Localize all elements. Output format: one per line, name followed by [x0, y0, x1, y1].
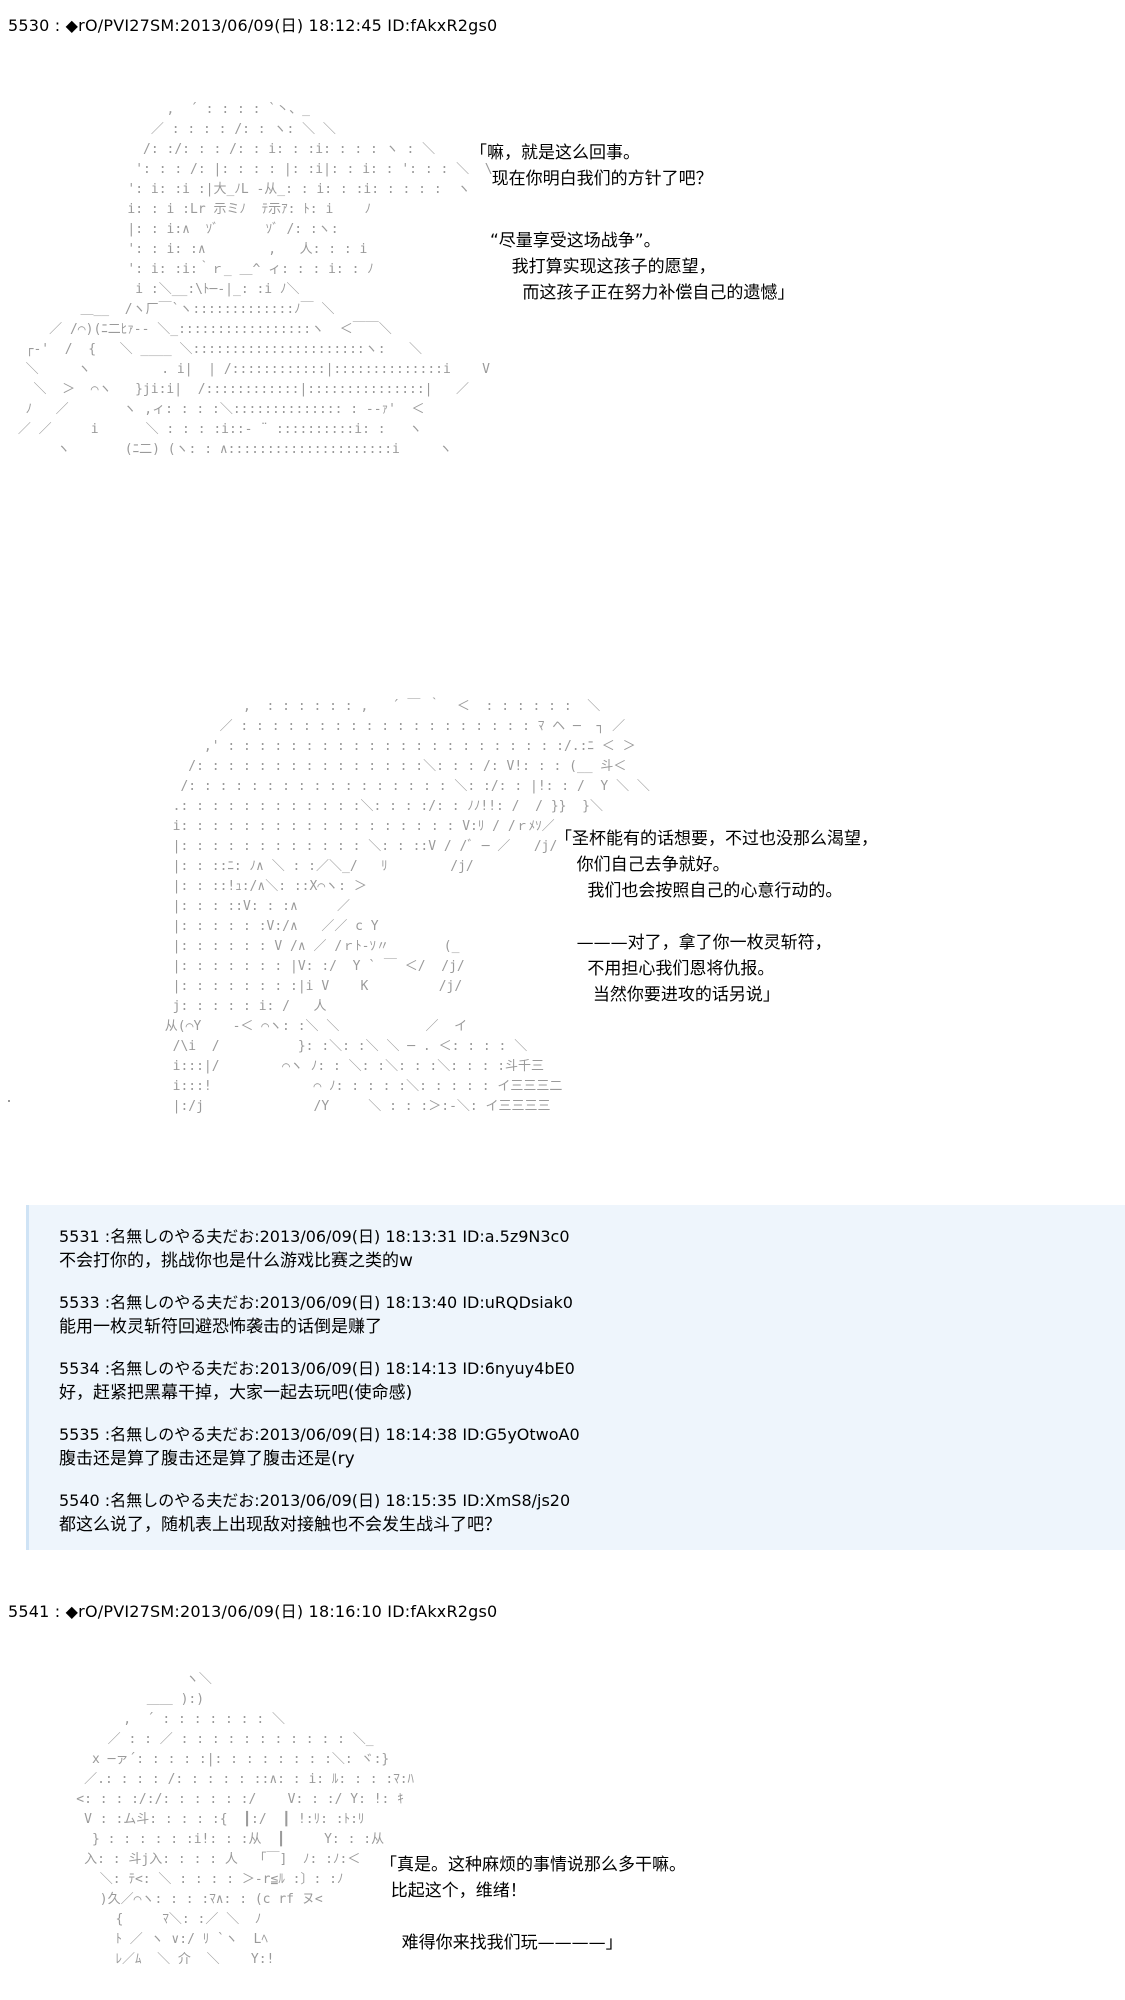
post-header-5541: 5541 : ◆rO/PVI27SM:2013/06/09(日) 18:16:1…: [8, 1602, 498, 1621]
ascii-art-character-1: , ´ : : : : `丶、_ ／ : : : : /: : ヽ: ＼ ＼ /…: [17, 102, 493, 457]
reply-header: 5540 :名無しのやる夫だお:2013/06/09(日) 18:15:35 I…: [59, 1491, 571, 1510]
stray-dot: [8, 1100, 10, 1102]
reply-5535: 5535 :名無しのやる夫だお:2013/06/09(日) 18:14:38 I…: [59, 1423, 580, 1471]
reply-header: 5534 :名無しのやる夫だお:2013/06/09(日) 18:14:13 I…: [59, 1359, 575, 1378]
reply-header: 5535 :名無しのやる夫だお:2013/06/09(日) 18:14:38 I…: [59, 1425, 580, 1444]
reply-text: 不会打你的，挑战你也是什么游戏比赛之类的w: [59, 1251, 413, 1271]
reply-text: 好，赶紧把黑幕干掉，大家一起去玩吧(使命感): [59, 1383, 413, 1403]
reply-header: 5533 :名無しのやる夫だお:2013/06/09(日) 18:13:40 I…: [59, 1293, 573, 1312]
speech-bubble-4: 「真是。这种麻烦的事情说那么多干嘛。 比起这个，维绪！ 难得你来找我们玩————…: [380, 1855, 686, 1953]
reply-5533: 5533 :名無しのやる夫だお:2013/06/09(日) 18:13:40 I…: [59, 1291, 573, 1339]
speech-bubble-2: “尽量享受这场战争”。 我打算实现这孩子的愿望， 而这孩子正在努力补偿自己的遗憾…: [490, 231, 795, 303]
reply-text: 腹击还是算了腹击还是算了腹击还是(ry: [59, 1449, 355, 1469]
replies-block: 5531 :名無しのやる夫だお:2013/06/09(日) 18:13:31 I…: [26, 1205, 1125, 1550]
reply-header: 5531 :名無しのやる夫だお:2013/06/09(日) 18:13:31 I…: [59, 1227, 570, 1246]
speech-bubble-3: 「圣杯能有的话想要，不过也没那么渴望， 你们自己去争就好。 我们也会按照自己的心…: [555, 829, 878, 1005]
reply-text: 都这么说了，随机表上出现敌对接触也不会发生战斗了吧？: [59, 1515, 501, 1535]
reply-5540: 5540 :名無しのやる夫だお:2013/06/09(日) 18:15:35 I…: [59, 1489, 570, 1537]
ascii-art-character-2: , : : : : : : , ´ ￣ ｀ ＜ : : : : : : ＼ ／ …: [164, 699, 650, 1114]
reply-text: 能用一枚灵斩符回避恐怖袭击的话倒是赚了: [59, 1317, 382, 1337]
speech-bubble-1: 「嘛，就是这么回事。 现在你明白我们的方针了吧？: [470, 143, 713, 189]
reply-5534: 5534 :名無しのやる夫だお:2013/06/09(日) 18:14:13 I…: [59, 1357, 575, 1405]
ascii-art-character-3: ヽ＼ ＿＿ ):) , ´ : : : : : : : ＼ ／ : : ／ : …: [76, 1672, 415, 1967]
post-header-5530: 5530 : ◆rO/PVI27SM:2013/06/09(日) 18:12:4…: [8, 16, 498, 35]
reply-5531: 5531 :名無しのやる夫だお:2013/06/09(日) 18:13:31 I…: [59, 1225, 570, 1273]
